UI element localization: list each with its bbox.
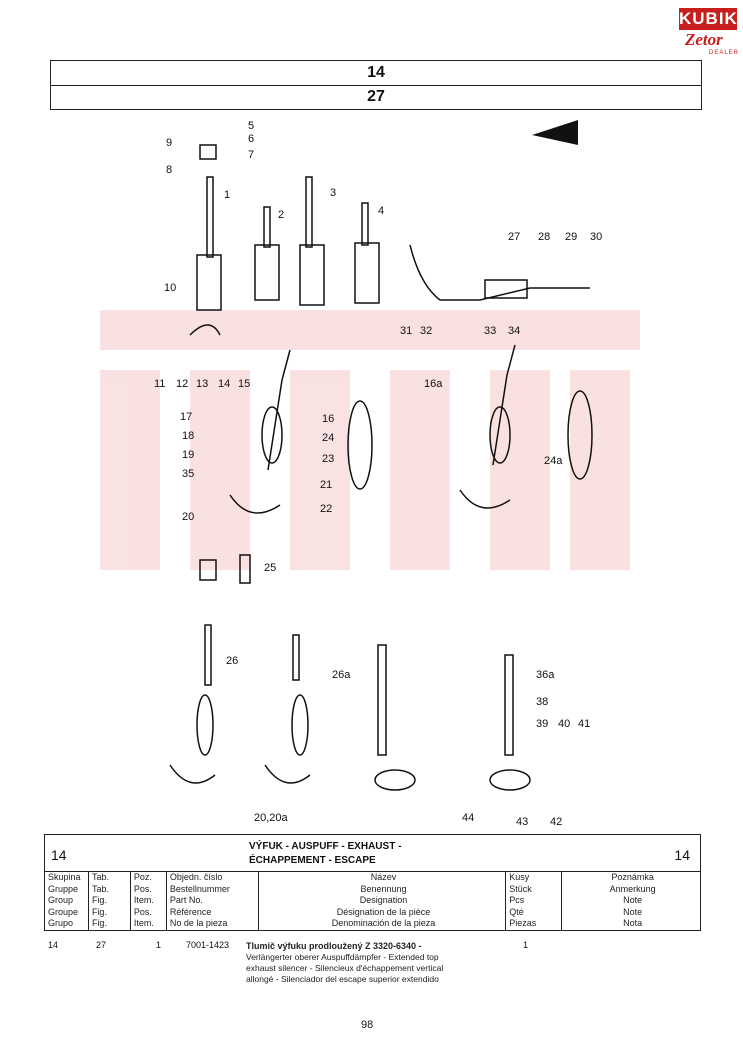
callout-44: 44 bbox=[462, 812, 474, 824]
entry-name-line2: exhaust silencer - Silencieux d'échappem… bbox=[246, 963, 444, 973]
callout-5: 5 bbox=[248, 120, 254, 132]
callout-6: 6 bbox=[248, 133, 254, 145]
callout-38: 38 bbox=[536, 696, 548, 708]
table-group-header: 14 VÝFUK - AUSPUFF - EXHAUST - ÉCHAPPEME… bbox=[45, 835, 700, 872]
callout-33: 33 bbox=[484, 325, 496, 337]
callout-42: 42 bbox=[550, 816, 562, 828]
callout-7: 7 bbox=[248, 149, 254, 161]
logo-brand: KUBIK bbox=[679, 8, 738, 30]
callout-35: 35 bbox=[182, 468, 194, 480]
callout-43: 43 bbox=[516, 816, 528, 828]
col-item: Poz.Pos.Item.Pos.Item. bbox=[131, 872, 167, 930]
callout-18: 18 bbox=[182, 430, 194, 442]
callout-11: 11 bbox=[154, 378, 165, 390]
callout-25: 25 bbox=[264, 562, 276, 574]
parts-table: 14 VÝFUK - AUSPUFF - EXHAUST - ÉCHAPPEME… bbox=[44, 834, 701, 931]
callouts: 1 2 3 4 5 6 7 8 9 10 11 12 13 14 15 16 1… bbox=[154, 120, 602, 828]
callout-26a: 26a bbox=[332, 669, 351, 681]
callout-22: 22 bbox=[320, 503, 332, 515]
callout-3: 3 bbox=[330, 187, 336, 199]
watermark bbox=[100, 310, 640, 570]
callout-30: 30 bbox=[590, 231, 602, 243]
col-table: Tab.Tab.Fig.Fig.Fig. bbox=[89, 872, 131, 930]
group-number: 14 bbox=[50, 60, 702, 86]
callout-24: 24 bbox=[322, 432, 334, 444]
callout-21: 21 bbox=[320, 479, 332, 491]
callout-8: 8 bbox=[166, 164, 172, 176]
logo-sub: Zetor bbox=[685, 30, 723, 49]
arrow-icon bbox=[532, 120, 578, 145]
callout-20: 20 bbox=[182, 511, 194, 523]
callout-34: 34 bbox=[508, 325, 520, 337]
callout-36a: 36a bbox=[536, 669, 555, 681]
callout-2: 2 bbox=[278, 209, 284, 221]
entry-part-number: 7001-1423 bbox=[186, 940, 230, 950]
callout-9: 9 bbox=[166, 137, 172, 149]
entry-description: Tlumič výfuku prodloužený Z 3320-6340 - … bbox=[246, 941, 486, 985]
callout-15: 15 bbox=[238, 378, 250, 390]
callout-39: 39 bbox=[536, 718, 548, 730]
callout-24a: 24a bbox=[544, 455, 563, 467]
callout-19: 19 bbox=[182, 449, 194, 461]
callout-4: 4 bbox=[378, 205, 384, 217]
callout-1: 1 bbox=[224, 189, 230, 201]
entry-name-line1: Verlängerter oberer Auspuffdämpfer - Ext… bbox=[246, 952, 439, 962]
logo-dealer: DEALER bbox=[709, 50, 740, 56]
callout-16a: 16a bbox=[424, 378, 443, 390]
table-title-line1: VÝFUK - AUSPUFF - EXHAUST - bbox=[249, 841, 402, 852]
callout-31: 31 bbox=[400, 325, 412, 337]
callout-32: 32 bbox=[420, 325, 432, 337]
callout-12: 12 bbox=[176, 378, 188, 390]
entry-name-line3: allongé - Silenciador del escape superio… bbox=[246, 974, 439, 984]
entry-qty: 1 bbox=[523, 940, 529, 950]
table-number: 27 bbox=[50, 85, 702, 110]
callout-17: 17 bbox=[180, 411, 192, 423]
callout-13: 13 bbox=[196, 378, 208, 390]
entry-name-cs: Tlumič výfuku prodloužený Z 3320-6340 - bbox=[246, 941, 422, 951]
entry-table: 27 bbox=[96, 940, 107, 950]
callout-27: 27 bbox=[508, 231, 520, 243]
callout-16: 16 bbox=[322, 413, 334, 425]
callout-40: 40 bbox=[558, 718, 570, 730]
page-number: 98 bbox=[361, 1019, 374, 1031]
callout-20-20a: 20,20a bbox=[254, 812, 289, 824]
callout-14: 14 bbox=[218, 378, 230, 390]
entry-group: 14 bbox=[48, 940, 59, 950]
callout-29: 29 bbox=[565, 231, 577, 243]
table-title-line2: ÉCHAPPEMENT - ESCAPE bbox=[249, 855, 376, 866]
table-group-number: 14 bbox=[51, 847, 67, 863]
callout-10: 10 bbox=[164, 282, 176, 294]
table-group-number-right: 14 bbox=[674, 847, 690, 863]
kubik-zetor-logo: KUBIK Zetor DEALER bbox=[679, 8, 740, 58]
callout-28: 28 bbox=[538, 231, 550, 243]
exhaust-parts-diagram: 1 2 3 4 5 6 7 8 9 10 11 12 13 14 15 16 1… bbox=[100, 120, 640, 828]
entry-item: 1 bbox=[156, 940, 162, 950]
callout-41: 41 bbox=[578, 718, 590, 730]
callout-26: 26 bbox=[226, 655, 238, 667]
callout-23: 23 bbox=[322, 453, 334, 465]
